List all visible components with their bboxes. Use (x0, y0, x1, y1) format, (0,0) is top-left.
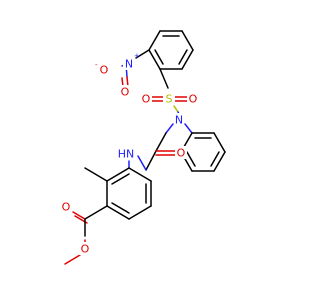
n-phenyl-ring (180, 132, 226, 172)
nitrophenyl-ring (148, 30, 194, 70)
amide-nh-atom: HN (118, 148, 135, 161)
methyl-group (84, 167, 108, 182)
nitro-oxygen-single-atom: O (100, 64, 109, 77)
nitro-nitrogen-atom: N (125, 58, 133, 71)
methyl-ester-group: O O (60, 200, 108, 265)
acetamide-linker: O HN (115, 132, 187, 171)
sulfonamide-nitrogen: N (165, 111, 193, 134)
sulfur-atom: S (166, 93, 173, 106)
sulfonyl-oxygen-left-atom: O (142, 93, 151, 106)
sulfonyl-group: S O O (140, 68, 199, 113)
ester-carbonyl-oxygen-atom: O (62, 201, 71, 214)
sulfonamide-nitrogen-atom: N (175, 114, 183, 127)
nitro-oxygen-charge: - (95, 61, 98, 69)
molecule-diagram: N + O - O S O O N (60, 30, 226, 265)
nitro-group: N + O - O (95, 49, 150, 99)
ester-methoxy-oxygen-atom: O (81, 243, 90, 256)
sulfonyl-oxygen-right-atom: O (189, 93, 198, 106)
amide-oxygen-atom: O (177, 147, 186, 160)
benzoate-ring (106, 167, 152, 220)
nitro-oxygen-double-atom: O (121, 86, 130, 99)
nitro-nitrogen-charge: + (134, 52, 140, 60)
structure-drawing: N + O - O S O O N (60, 30, 226, 265)
